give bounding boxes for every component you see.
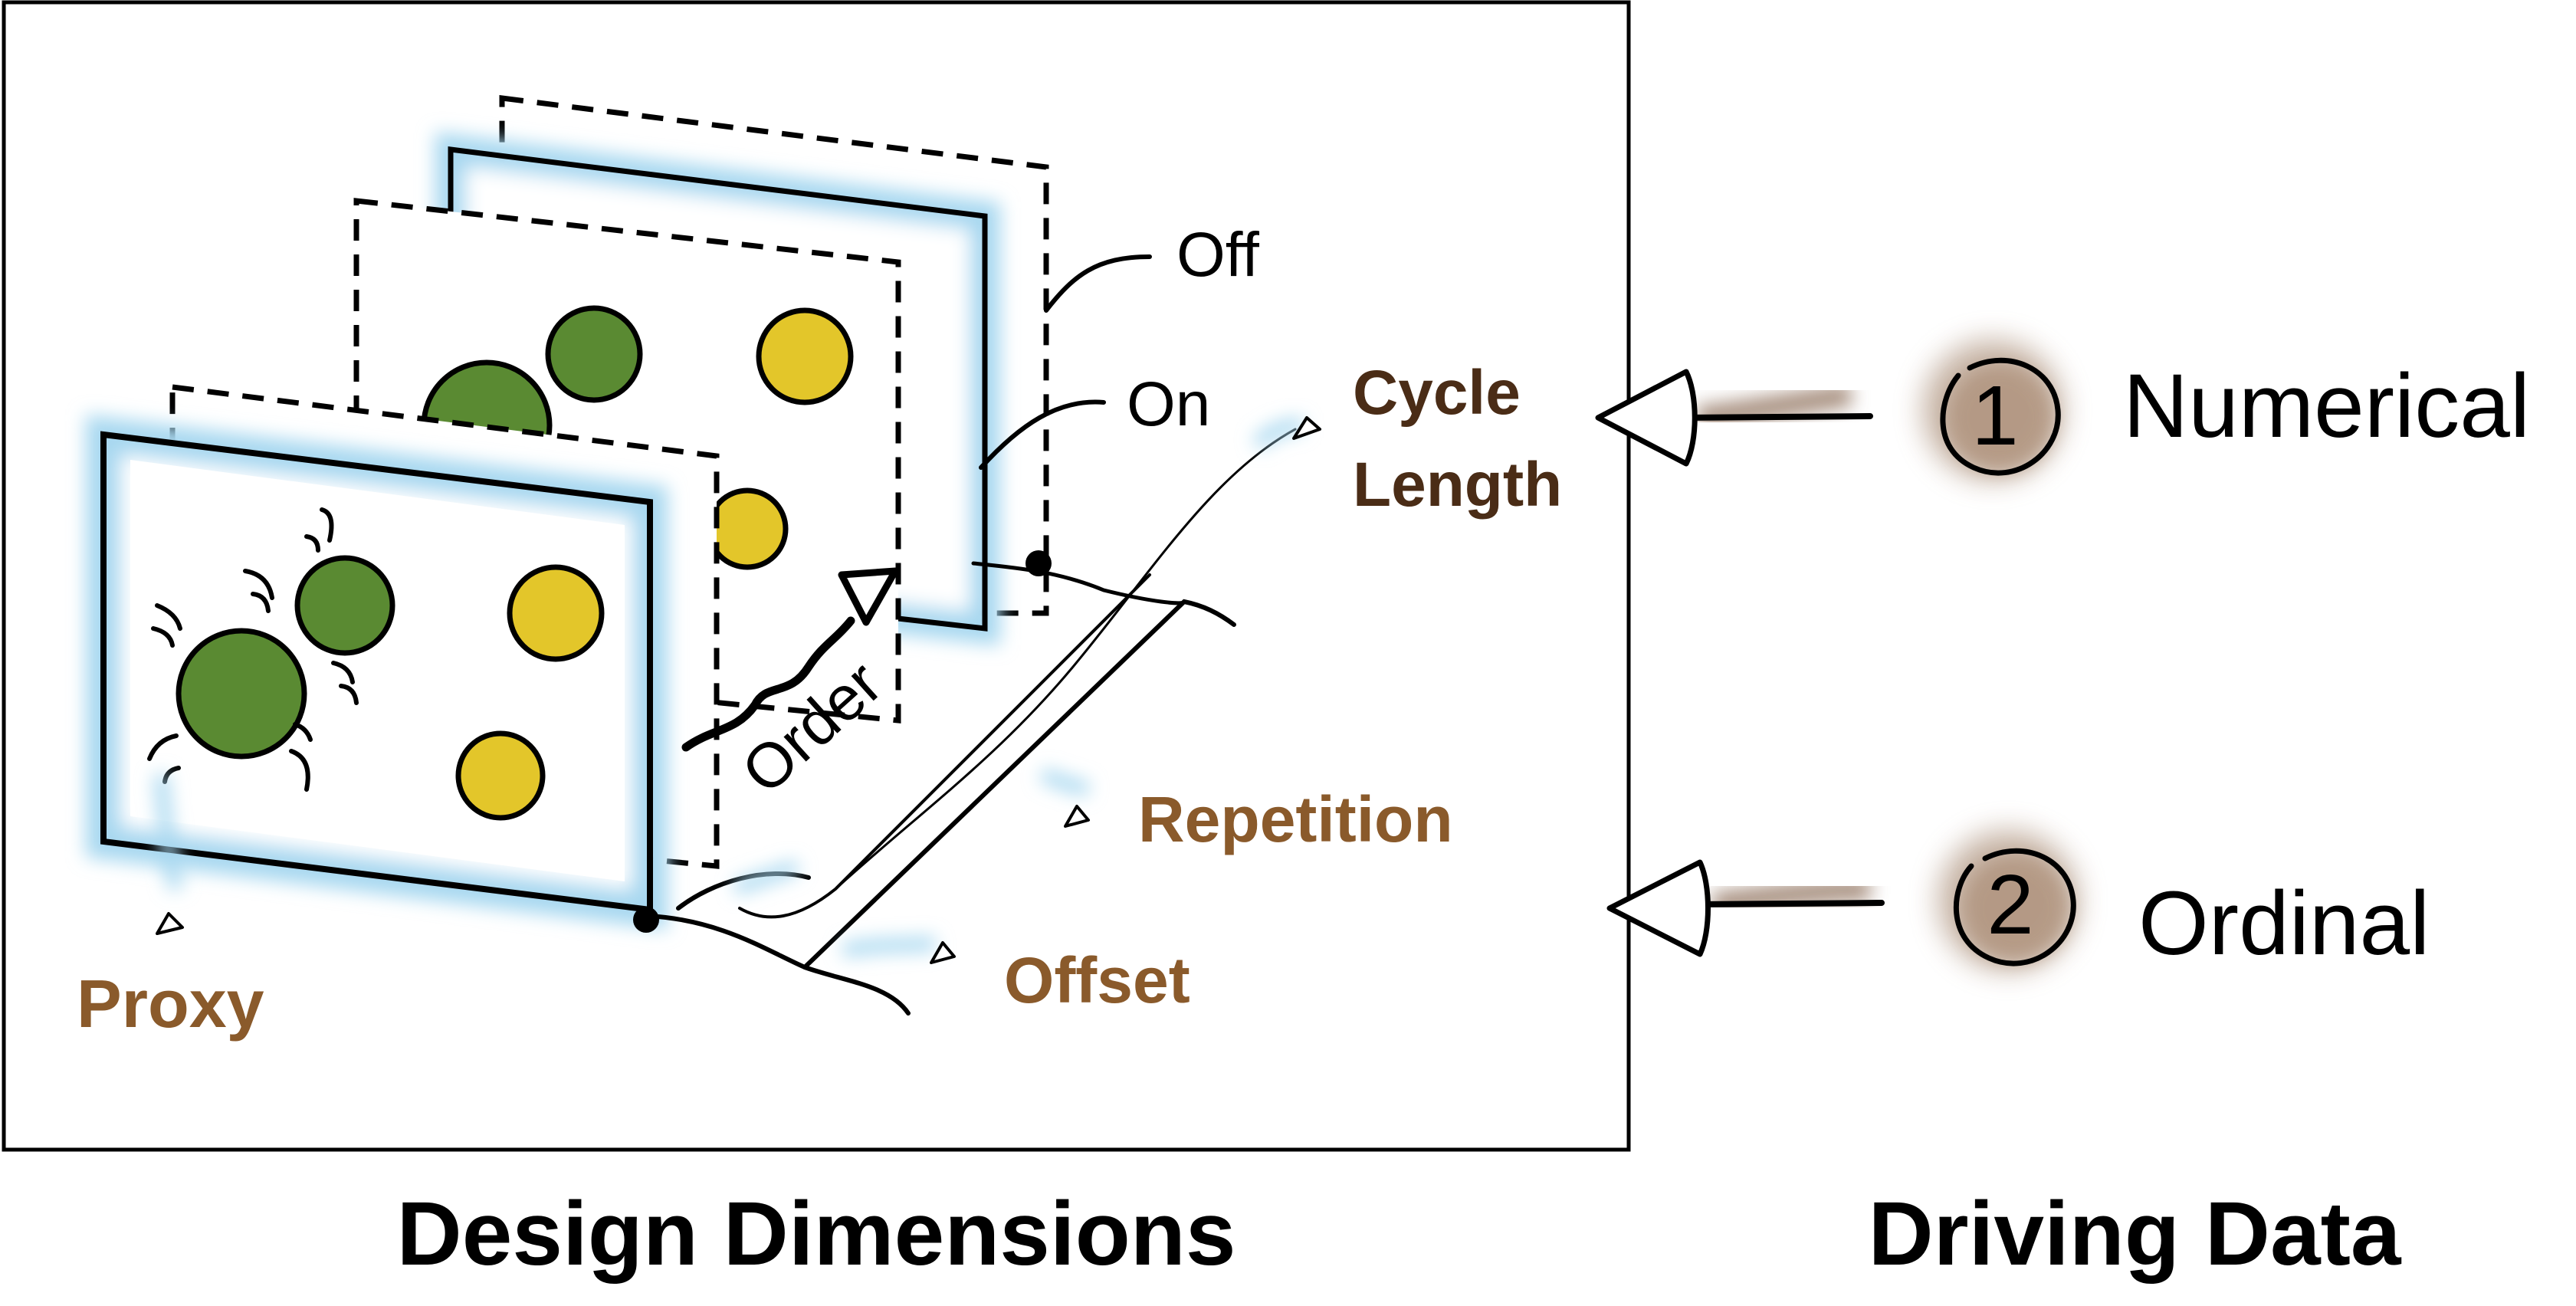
svg-text:2: 2 (1987, 858, 2033, 952)
green-circle (176, 628, 307, 760)
order-arrow (681, 567, 899, 752)
label-cycle-length-line1: Cycle (1353, 358, 1521, 428)
timeline-dot (633, 907, 659, 933)
yellow-circle (756, 307, 854, 405)
svg-text:1: 1 (1971, 369, 2018, 463)
green-circle (545, 305, 643, 403)
driving-arrow-ordinal (1606, 859, 1885, 957)
yellow-circle (706, 487, 789, 570)
title-driving-data: Driving Data (1868, 1183, 2401, 1285)
label-off: Off (1176, 220, 1259, 290)
label-proxy: Proxy (77, 966, 264, 1042)
label-offset: Offset (1004, 944, 1190, 1016)
label-ordinal: Ordinal (2138, 873, 2430, 974)
glow-marks (154, 418, 1304, 957)
pointer-heads (156, 416, 1321, 964)
driving-arrow-numerical (1595, 369, 1873, 467)
yellow-circle (455, 730, 546, 821)
green-circle (294, 555, 395, 656)
timeline-dot (1025, 550, 1052, 576)
label-cycle-length-line2: Length (1353, 450, 1562, 520)
yellow-circle (507, 564, 605, 662)
label-repetition: Repetition (1138, 783, 1453, 855)
label-on: On (1127, 369, 1210, 439)
badge-1: 1 (1922, 340, 2063, 481)
title-design-dimensions: Design Dimensions (396, 1183, 1235, 1285)
badge-2: 2 (1938, 830, 2079, 971)
leader-lines (979, 254, 1152, 470)
label-numerical: Numerical (2123, 356, 2530, 457)
design-dimensions-frame (2, 0, 1631, 1152)
